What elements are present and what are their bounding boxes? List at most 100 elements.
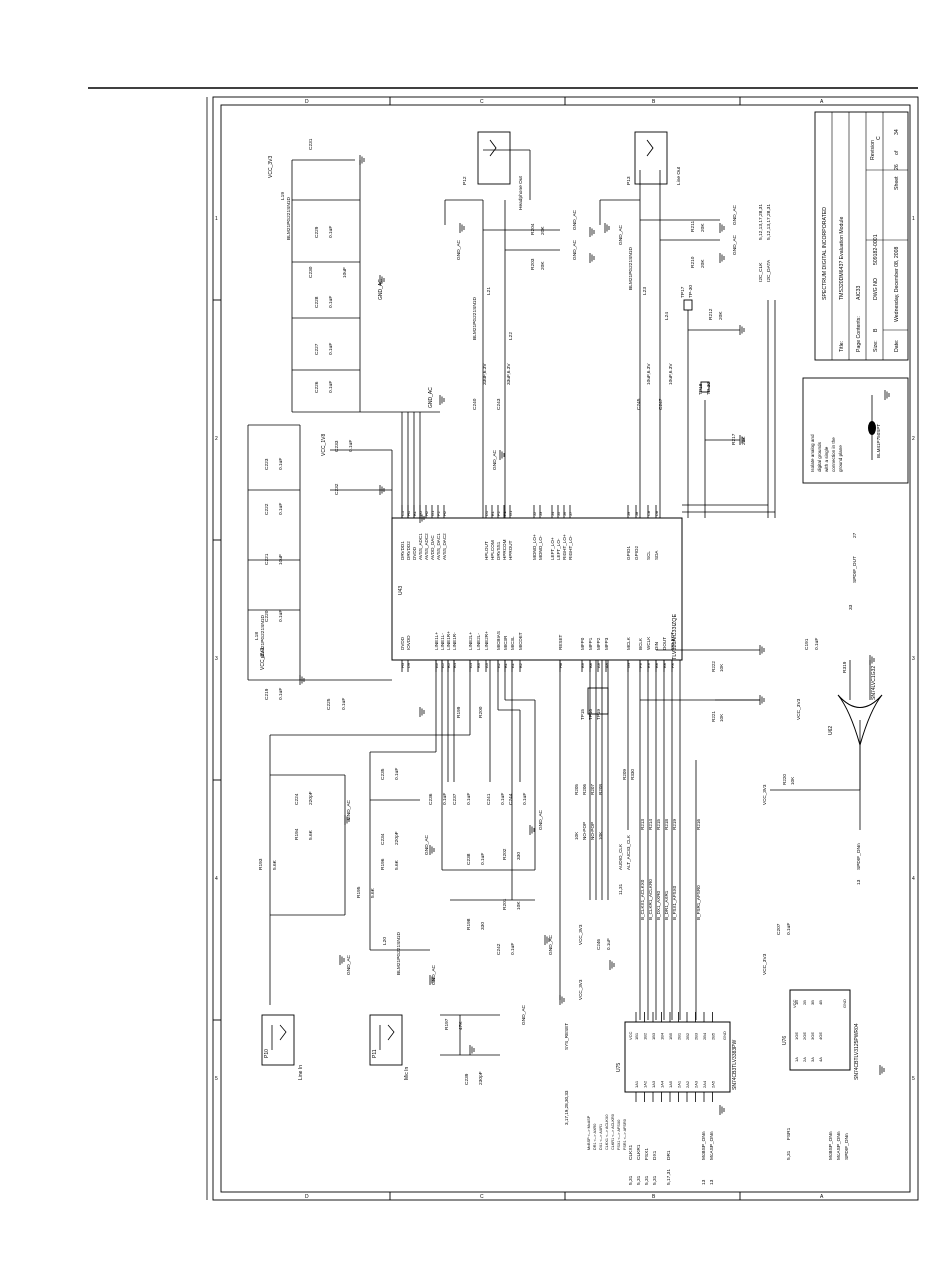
codec-pin-number: J6	[562, 511, 567, 516]
u75-pin-name-b: 2B4	[702, 1032, 707, 1040]
codec-pin-number: E9	[646, 662, 651, 668]
r202-value: 330	[516, 852, 522, 860]
legend-line-6: FSX1 <--> AFSX0	[617, 1120, 621, 1150]
c232-label: C232	[334, 483, 340, 495]
fsx1-ref: FSX1	[644, 1148, 650, 1160]
codec-pin-number: B8	[588, 662, 593, 668]
tp17-value: TP-30	[688, 285, 694, 298]
p11-label: Mic In	[404, 1066, 410, 1080]
r200-label: R200	[478, 706, 484, 718]
c234-value: 220pF	[394, 831, 400, 845]
codec-pin-name: MFP1	[588, 637, 593, 650]
u75-pin-name-b: 2B5	[711, 1032, 716, 1040]
note-line-4: connection in the	[831, 437, 836, 472]
u75-pin-name-b: 2B1	[677, 1032, 682, 1040]
u76-pin-name: 3B	[810, 1000, 815, 1005]
u76-chip: U76 SN74CBTLV3125PWR04 VCC_3V3 C207 0.1u…	[762, 923, 860, 1080]
codec-pin-name: RIGHT_LO-	[568, 535, 573, 560]
zone-2-left: 2	[215, 436, 218, 442]
codec-pin-name: LEFT_LO+	[550, 537, 555, 560]
input-labels: C225 0.1uF C224 220pF R194 5.6K R193 5.6…	[258, 698, 554, 1085]
size-value: B	[873, 328, 879, 332]
codec-pin-number: D9	[406, 662, 411, 668]
b-clkr1-net: B_CLKR1_ACLKR0	[648, 879, 653, 920]
c246-label: C246	[596, 939, 601, 950]
gnd-ac-hp-3: GND_AC	[572, 239, 578, 260]
c243-label: C243	[496, 398, 502, 410]
codec-pin-name: AVDD_DAC	[430, 535, 435, 560]
codec-pin-number: F2	[436, 511, 441, 516]
gnd-ac-lo-3: GND_AC	[732, 234, 738, 255]
gnd-ac-mid: GND_AC	[428, 387, 434, 408]
zone-5-right: 5	[912, 1076, 915, 1082]
codec-right-pins: C1DRVDD1H1DRVDD2B1DVDDG2AVSS_ADC1H2AVSS_…	[400, 505, 659, 560]
l22-label: L22	[508, 332, 514, 340]
c227-value: 0.1uF	[328, 343, 334, 355]
c243-value: 33uF,6.3V	[506, 363, 512, 385]
c241-label: C241	[486, 793, 492, 805]
zone-2-right: 2	[912, 436, 915, 442]
codec-pin-number: B1	[412, 510, 417, 516]
codec-pin-number: E1	[490, 510, 495, 516]
zone-1-right: 1	[912, 216, 915, 222]
tp15-label: TP15	[580, 709, 585, 720]
legend-line-1: McBSP <--> McASP	[587, 1115, 591, 1150]
c235-value: 0.1uF	[394, 768, 400, 780]
c233-value: 0.1uF	[348, 440, 354, 452]
tp19-label: TP19	[596, 709, 601, 720]
tp16-label: TP16	[588, 709, 593, 720]
sys-reset-pages: 3,17,19,28,30,33	[564, 1090, 569, 1125]
zone-b-top: B	[652, 99, 656, 105]
codec-pin-name: MICBIAS	[496, 631, 501, 650]
c245-value: 10uF,6.3V	[646, 363, 652, 385]
codec-pin-number: A8	[604, 662, 609, 668]
note-ferrite-symbol	[868, 421, 876, 435]
r199-label: R199	[456, 706, 462, 718]
codec-pin-number: E8	[662, 662, 667, 668]
c247-value: 10uF,6.3V	[668, 363, 674, 385]
r219-label: R219	[672, 819, 677, 830]
r207-value: NO-POP	[590, 822, 595, 840]
l23-label: L23	[642, 287, 648, 295]
r197-value: 47K	[458, 1021, 464, 1030]
legend-line-7: FSR1 <--> AFSR0	[623, 1119, 627, 1150]
c222-label: C222	[264, 503, 270, 515]
drawing-border	[212, 96, 919, 1201]
u75-pin-name-a: 1A4	[660, 1080, 665, 1088]
gnd-ac-hp-4: GND_AC	[492, 449, 498, 470]
codec-pin-name: RIGHT_LO+	[562, 534, 567, 560]
r221-value: 10K	[719, 713, 724, 722]
date-label: Date:	[894, 340, 900, 352]
mapping-legend: McBSP <--> McASP DR1 <--> AXR0 DX1 <--> …	[587, 1114, 627, 1150]
r210-label: R210	[690, 256, 696, 268]
b-fsr1-net: B_FSR1_AFSR0	[696, 885, 701, 920]
gnd-ac-lo-1: GND_AC	[618, 224, 624, 245]
c225-label: C225	[326, 698, 332, 710]
u76-mcasp-onn: McASP_ONn	[836, 1131, 842, 1160]
note-line-2: digital grounds	[817, 441, 822, 472]
zone-a-bottom: A	[820, 1194, 824, 1200]
c245-label: C245	[636, 398, 642, 410]
codec-pin-number: A9	[596, 662, 601, 668]
mcbsp-onn-page: 13	[701, 1179, 707, 1185]
mcbsp-onn-ref: McBSP_ONn	[701, 1131, 707, 1160]
c221-value: 10uF	[278, 554, 284, 565]
connector-p11: P11 Mic In	[369, 1014, 410, 1080]
r222-value: 10K	[719, 663, 724, 672]
c230-label: C230	[308, 266, 314, 278]
codec-pin-number: B5	[446, 662, 451, 668]
u75-pin-name-b: 1B2	[643, 1032, 648, 1040]
codec-pin-number: A6	[434, 662, 439, 668]
codec-pin-number: B2	[518, 662, 523, 668]
u75-pin-name-a: 1A5	[668, 1080, 673, 1088]
codec-pin-name: MIC3R	[503, 635, 508, 650]
connector-p10: P10 Line In	[261, 1014, 304, 1080]
codec-pin-number: J5	[556, 511, 561, 516]
r222-label: R222	[711, 661, 716, 672]
i2c-data-pages: 5,12,13,17,28,31	[766, 204, 772, 240]
u76-part: SN74CBTLV3125PWR04	[854, 1023, 860, 1080]
codec-pin-name: MFP2	[596, 637, 601, 650]
